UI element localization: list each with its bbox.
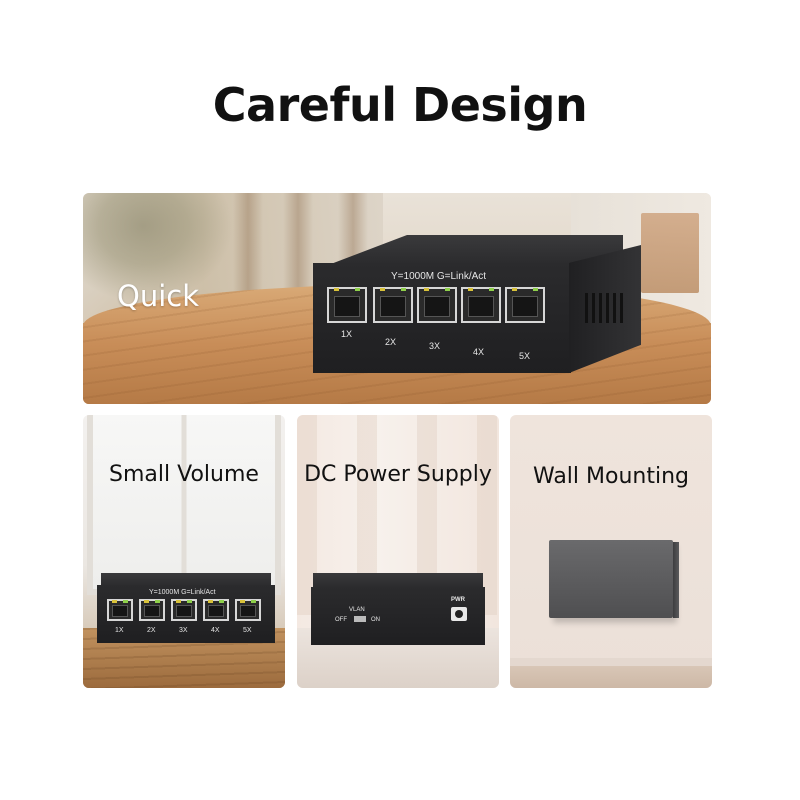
port-label: 4X <box>211 627 220 634</box>
switch-rear-image: VLAN OFF ON PWR <box>307 573 489 647</box>
vent-slots <box>585 293 625 323</box>
baseboard <box>510 658 712 666</box>
ethernet-port <box>171 599 197 621</box>
hero-panel: Y=1000M G=Link/Act 1X 2X 3X 4X 5X <box>83 193 711 404</box>
ethernet-port <box>417 287 457 323</box>
card-label-small-volume: Small Volume <box>109 462 259 487</box>
switch-legend: Y=1000M G=Link/Act <box>391 271 487 282</box>
vlan-on-label: ON <box>371 617 380 623</box>
picture-frame <box>641 213 699 293</box>
ethernet-port <box>505 287 545 323</box>
page-title: Careful Design <box>212 78 588 132</box>
network-switch-image: Y=1000M G=Link/Act 1X 2X 3X 4X 5X <box>313 235 643 385</box>
dc-power-jack <box>451 607 467 621</box>
port-label: 1X <box>115 627 124 634</box>
hero-label: Quick <box>117 279 200 313</box>
ethernet-port <box>235 599 261 621</box>
port-label: 3X <box>179 627 188 634</box>
switch-legend: Y=1000M G=Link/Act <box>149 589 216 596</box>
ethernet-port <box>461 287 501 323</box>
pwr-label: PWR <box>451 597 465 603</box>
port-label: 5X <box>519 351 531 361</box>
port-label: 3X <box>429 341 441 351</box>
port-label: 4X <box>473 347 485 357</box>
floor <box>510 666 712 688</box>
dc-jack-hole <box>455 610 463 618</box>
vlan-label: VLAN <box>349 607 365 613</box>
card-label-wall-mounting: Wall Mounting <box>532 464 690 489</box>
vlan-toggle-switch <box>354 616 366 622</box>
switch-top <box>101 573 271 587</box>
card-small-volume: Y=1000M G=Link/Act 1X 2X 3X 4X 5X <box>83 415 285 688</box>
port-label: 2X <box>385 337 397 347</box>
card-wall-mounting <box>510 415 712 688</box>
vlan-off-label: OFF <box>335 617 347 623</box>
wall-mounted-switch <box>549 540 679 618</box>
card-label-dc-power-supply: DC Power Supply <box>304 462 492 487</box>
ethernet-port <box>327 287 367 323</box>
port-label: 2X <box>147 627 156 634</box>
ethernet-port <box>373 287 413 323</box>
ethernet-port <box>139 599 165 621</box>
plant-shadow <box>83 193 233 303</box>
port-label: 5X <box>243 627 252 634</box>
port-label: 1X <box>341 329 353 339</box>
ethernet-port <box>203 599 229 621</box>
switch-top <box>313 573 483 589</box>
network-switch-image: Y=1000M G=Link/Act 1X 2X 3X 4X 5X <box>93 573 279 665</box>
ethernet-port <box>107 599 133 621</box>
card-dc-power-supply: VLAN OFF ON PWR <box>297 415 499 688</box>
window-background <box>87 415 281 595</box>
